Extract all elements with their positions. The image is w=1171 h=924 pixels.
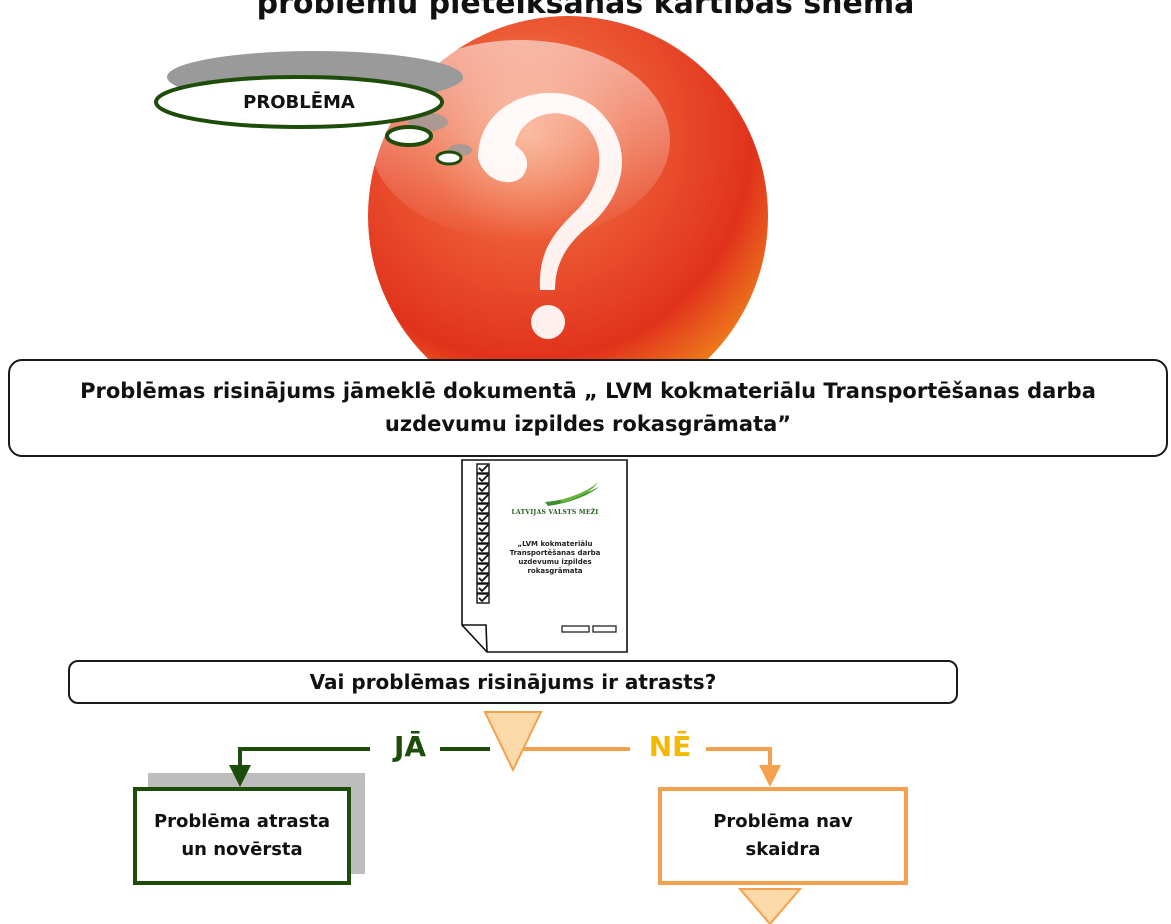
checkbox-icon <box>476 543 490 554</box>
document-title-line: uzdevumu izpildes <box>518 558 592 566</box>
no-branch-line <box>706 747 772 765</box>
yes-arrow-icon <box>229 765 251 787</box>
document-title-line: Transportēšanas darba <box>509 549 601 557</box>
checkbox-icon <box>476 493 490 504</box>
check-mark-icon <box>478 484 489 493</box>
check-mark-icon <box>478 574 489 583</box>
result-yes-line: un novērsta <box>181 839 303 860</box>
checkbox-icon <box>476 503 490 514</box>
checkbox-icon <box>476 513 490 524</box>
checkbox-icon <box>476 523 490 534</box>
check-mark-icon <box>478 594 489 603</box>
checkbox-icon <box>476 483 490 494</box>
check-mark-icon <box>478 534 489 543</box>
thought-bubble <box>154 75 444 129</box>
checkbox-icon <box>476 573 490 584</box>
question-mark-icon <box>478 92 622 290</box>
checkbox-icon <box>476 563 490 574</box>
checkbox-icon <box>476 553 490 564</box>
decision-question-box: Vai problēmas risinājums ir atrasts? <box>68 660 958 704</box>
document-checklist <box>476 463 490 604</box>
bubble-dot <box>435 150 463 166</box>
checkbox-icon <box>476 533 490 544</box>
document-icon <box>461 459 628 653</box>
result-yes-line: Problēma atrasta <box>153 811 331 832</box>
document-title-line: rokasgrāmata <box>527 567 583 575</box>
decision-question: Vai problēmas risinājums ir atrasts? <box>309 670 717 694</box>
document-title-line: „LVM kokmateriālu <box>517 540 593 548</box>
result-no-line: Problēma nav <box>713 811 853 832</box>
check-mark-icon <box>478 494 489 503</box>
check-mark-icon <box>478 474 489 483</box>
checkbox-icon <box>476 583 490 594</box>
instruction-box: Problēmas risinājums jāmeklē dokumentā „… <box>8 359 1168 457</box>
page-title: problēmu pieteikšanas kārtības shēma <box>256 0 915 21</box>
question-ball-icon <box>368 16 768 416</box>
check-mark-icon <box>478 464 489 473</box>
problem-label: PROBLĒMA <box>243 91 355 113</box>
check-mark-icon <box>478 564 489 573</box>
check-mark-icon <box>478 524 489 533</box>
check-mark-icon <box>478 544 489 553</box>
lvm-logo-icon <box>545 486 600 506</box>
check-mark-icon <box>478 504 489 513</box>
check-mark-icon <box>478 514 489 523</box>
no-label: NĒ <box>648 730 692 763</box>
continue-triangle-icon <box>737 888 803 924</box>
result-no-line: skaidra <box>745 839 821 860</box>
result-yes-box: Problēma atrasta un novērsta <box>133 787 351 885</box>
result-no-box: Problēma nav skaidra <box>658 787 908 885</box>
checkbox-icon <box>476 593 490 604</box>
no-arrow-icon <box>759 765 781 787</box>
instruction-line-2: uzdevumu izpildes rokasgrāmata” <box>384 412 792 436</box>
check-mark-icon <box>478 584 489 593</box>
decision-triangle-icon <box>483 711 543 773</box>
yes-branch-line <box>238 747 370 765</box>
lvm-org-name: LATVIJAS VALSTS MEŽI <box>511 509 599 516</box>
document-title: „LVM kokmateriālu Transportēšanas darba … <box>505 540 605 576</box>
check-mark-icon <box>478 554 489 563</box>
instruction-line-1: Problēmas risinājums jāmeklē dokumentā „… <box>80 379 1096 403</box>
checkbox-icon <box>476 463 490 474</box>
bubble-dot <box>385 125 433 147</box>
yes-label: JĀ <box>393 730 427 763</box>
checkbox-icon <box>476 473 490 484</box>
